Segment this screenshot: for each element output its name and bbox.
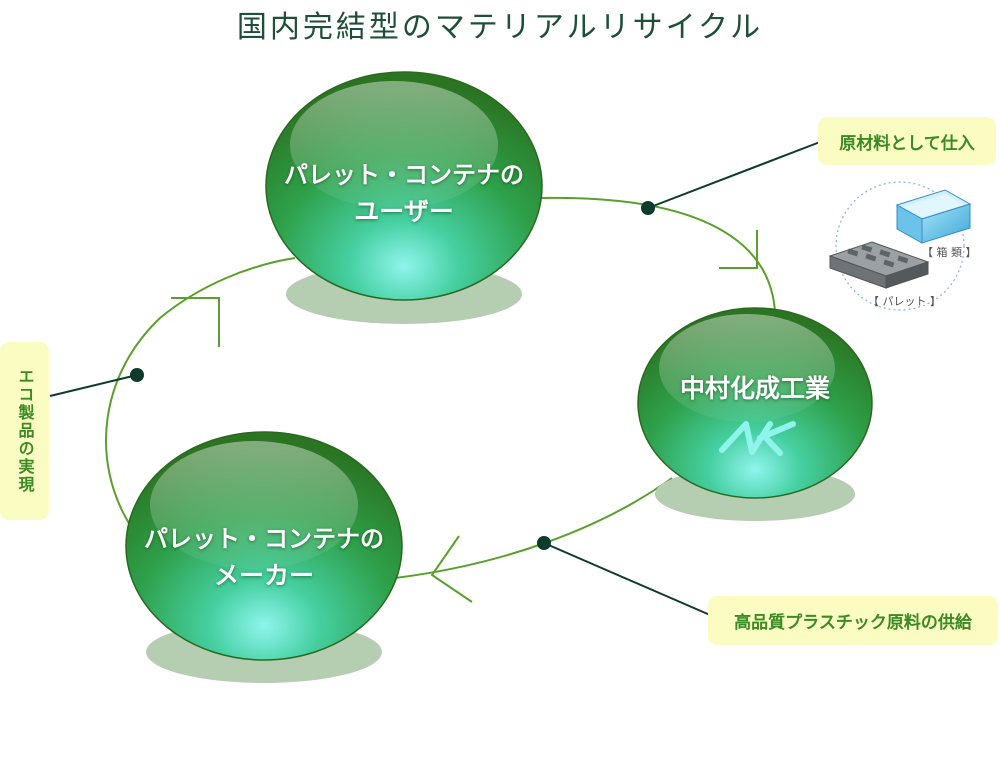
product-circle-outline	[835, 181, 965, 311]
node-user-label: パレット・コンテナの ユーザー	[266, 157, 542, 231]
pallet-icon	[828, 241, 930, 289]
cycle-arrows	[171, 230, 758, 603]
dot-raw-material	[641, 201, 655, 215]
box-label: 【 箱 類 】	[922, 246, 977, 259]
page-title: 国内完結型のマテリアルリサイクル	[236, 10, 764, 45]
connectors	[49, 141, 821, 616]
connector-eco	[49, 374, 138, 397]
dot-supply	[537, 536, 551, 550]
arrowhead-right	[719, 230, 758, 269]
connector-dots	[130, 201, 655, 550]
node-nakamura-line1: 中村化成工業	[679, 374, 830, 403]
cycle-arc-nakamura-to-maker	[394, 477, 673, 579]
arrowhead-bottom	[430, 535, 473, 603]
node-maker-line1: パレット・コンテナの	[144, 525, 384, 553]
node-maker-label: パレット・コンテナの メーカー	[126, 521, 402, 595]
bubble-highlight	[150, 441, 358, 569]
tag-eco: エコ製品の実現	[0, 342, 49, 520]
node-user-line2: ユーザー	[354, 197, 454, 226]
bubble-highlight	[659, 314, 835, 422]
cycle-arc-user-to-nakamura	[539, 196, 776, 313]
nk-logo-icon	[719, 421, 796, 456]
bubble-user	[265, 71, 543, 324]
product-illustration	[828, 181, 972, 311]
cycle-arc-maker-to-user	[105, 257, 296, 526]
pallet-label: 【 パレット 】	[868, 295, 941, 308]
node-nakamura-label: 中村化成工業	[640, 370, 870, 408]
connector-raw-material	[647, 141, 821, 209]
bubble-nakamura	[637, 307, 873, 521]
bubble-highlight	[290, 81, 498, 209]
arrowhead-left	[171, 297, 220, 347]
box-icon	[895, 189, 972, 244]
bubble-maker	[125, 431, 403, 683]
tag-supply: 高品質プラスチック原料の供給	[708, 596, 998, 645]
node-user-line1: パレット・コンテナの	[284, 161, 524, 189]
tag-raw-material: 原材料として仕入	[818, 117, 996, 165]
connector-supply	[543, 542, 711, 616]
node-maker-line2: メーカー	[213, 561, 314, 590]
dot-eco	[130, 368, 144, 382]
